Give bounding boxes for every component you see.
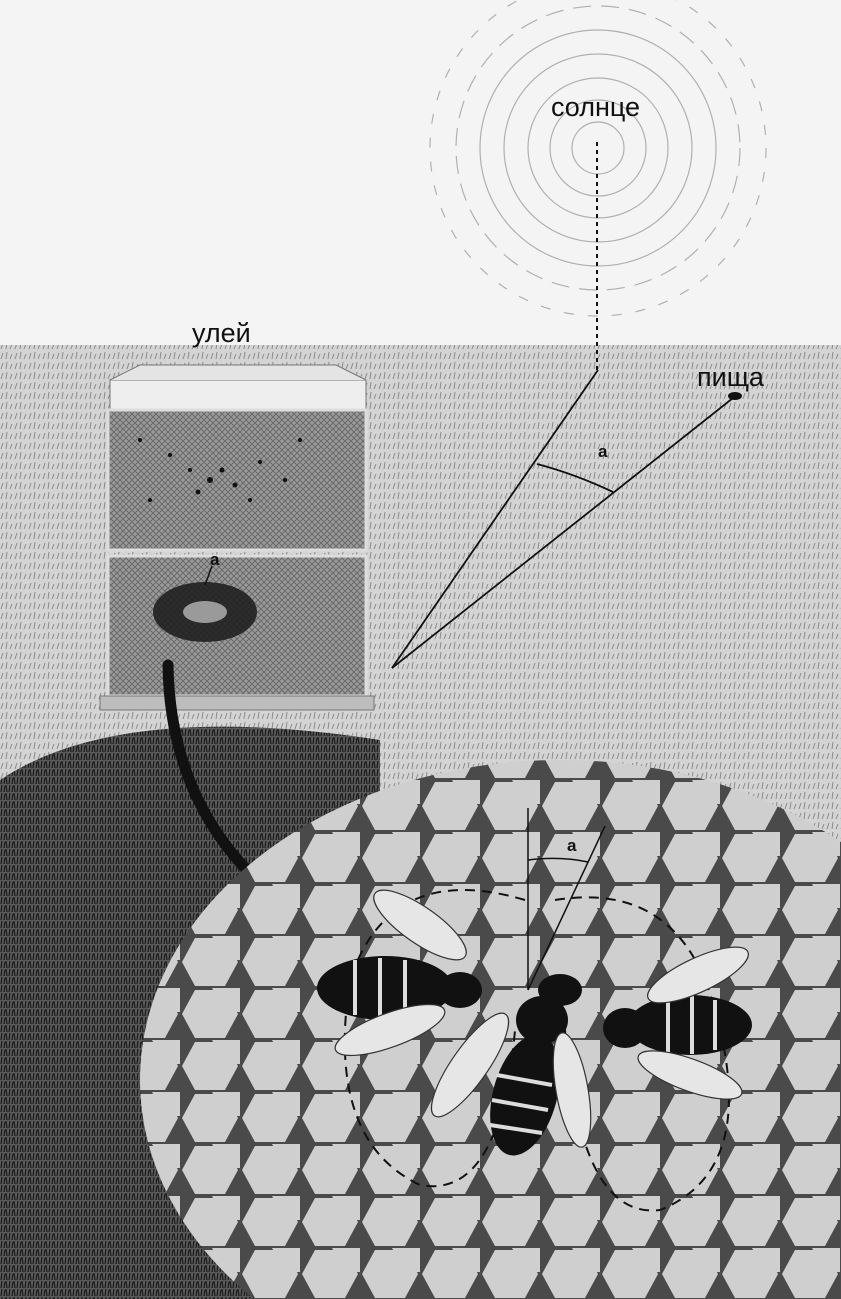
hive-label: улей [192,318,251,349]
sun-label: солнце [551,92,640,123]
sky [0,0,841,350]
food-source-icon [728,392,742,400]
angle-label-field: а [598,442,607,462]
angle-label-hive: а [210,550,219,570]
angle-label-comb: а [567,836,576,856]
beehive-icon [100,365,374,710]
food-label: пища [697,362,764,393]
